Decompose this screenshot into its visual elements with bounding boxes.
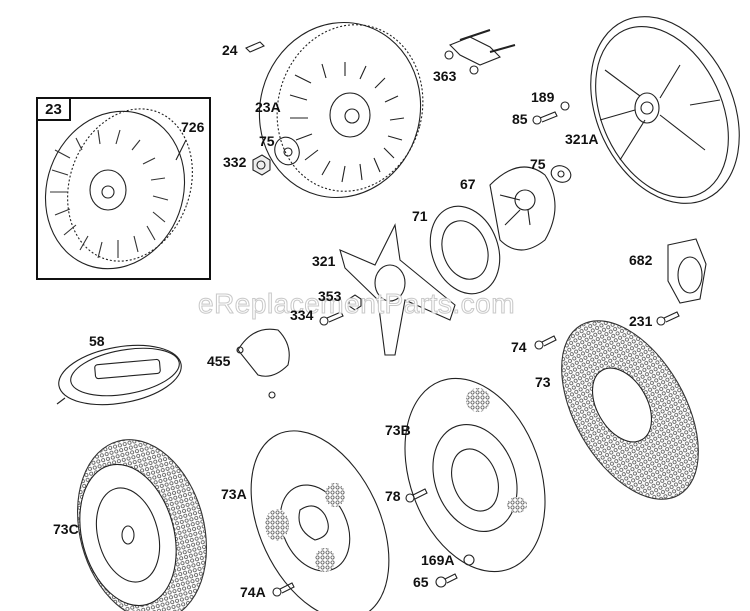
callout-75-right: 75: [530, 156, 546, 172]
plate-73b-icon: [404, 377, 546, 573]
flywheel-23-icon: [44, 108, 193, 270]
callout-682: 682: [629, 252, 653, 268]
callout-73b: 73B: [385, 422, 411, 438]
screw-334-icon: [319, 311, 344, 326]
screw-65-icon: [435, 573, 458, 588]
callout-231: 231: [629, 313, 653, 329]
fan-housing-321a-icon: [590, 16, 740, 204]
screen-73c-icon: [77, 439, 207, 611]
screw-74-icon: [534, 335, 557, 350]
callout-74a: 74A: [240, 584, 266, 600]
callout-78: 78: [385, 488, 401, 504]
callout-75-left: 75: [259, 133, 275, 149]
callout-334: 334: [290, 307, 314, 323]
callout-455: 455: [207, 353, 231, 369]
washer-169a-icon: [463, 554, 475, 566]
screw-85-icon: [532, 111, 558, 125]
nut-353-icon: [348, 294, 362, 311]
bracket-321-icon: [339, 223, 456, 356]
callout-321a: 321A: [565, 131, 599, 147]
callout-726: 726: [181, 119, 205, 135]
callout-24: 24: [222, 42, 238, 58]
cap-455-icon: [236, 328, 290, 399]
washer-75-right-icon: [550, 165, 572, 183]
inset-box-23: [36, 97, 211, 280]
screw-74a-icon: [272, 582, 295, 597]
nut-332-icon: [252, 154, 271, 176]
callout-65: 65: [413, 574, 429, 590]
plate-73a-icon: [250, 430, 390, 611]
callout-67: 67: [460, 176, 476, 192]
callout-73: 73: [535, 374, 551, 390]
callout-71: 71: [412, 208, 428, 224]
callout-189: 189: [531, 89, 555, 105]
screw-231-icon: [656, 311, 680, 326]
inset-label-23: 23: [36, 97, 71, 121]
callout-73a: 73A: [221, 486, 247, 502]
washer-75-icon: [274, 136, 300, 166]
callout-332: 332: [223, 154, 247, 170]
callout-85: 85: [512, 111, 528, 127]
ring-71-icon: [429, 205, 501, 295]
callout-73c: 73C: [53, 521, 79, 537]
callout-321: 321: [312, 253, 336, 269]
key-icon: [245, 41, 265, 53]
flywheel-23a-icon: [258, 21, 424, 199]
lock-washer-189-icon: [560, 101, 570, 111]
bracket-363-icon: [444, 29, 516, 75]
callout-353: 353: [318, 288, 342, 304]
adapter-flange-682-icon: [667, 238, 707, 304]
wire-assembly-58-icon: [56, 344, 182, 406]
clutch-67-icon: [489, 166, 556, 251]
callout-169a: 169A: [421, 552, 455, 568]
callout-58: 58: [89, 333, 105, 349]
screw-78-icon: [405, 488, 428, 503]
screen-73-icon: [561, 320, 699, 500]
callout-363: 363: [433, 68, 457, 84]
callout-74: 74: [511, 339, 527, 355]
callout-23a: 23A: [255, 99, 281, 115]
